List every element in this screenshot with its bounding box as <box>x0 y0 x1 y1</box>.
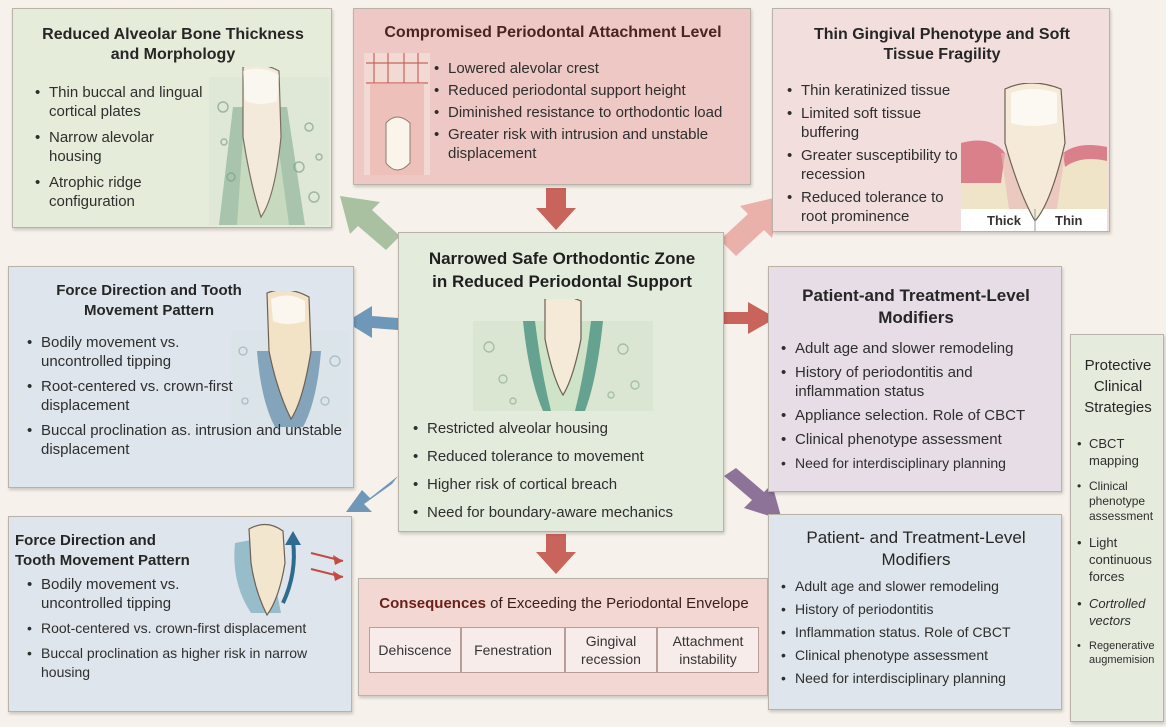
list-item: Adult age and slower remodeling <box>777 339 1059 358</box>
list-item: Need for interdisciplinary planning <box>777 454 1059 473</box>
list-item: Cortrolled vectors <box>1073 595 1163 629</box>
list-item: Clinical phenotype assessment <box>1073 479 1163 524</box>
list-item: Buccal proclination as higher risk in na… <box>23 644 347 682</box>
list-item: Need for boundary-aware mechanics <box>409 503 719 522</box>
list-item: Thin keratinized tissue <box>783 81 973 100</box>
consequences-title: Consequences of Exceeding the Periodonta… <box>359 595 768 612</box>
force-direction-box-2: Force Direction and Tooth Movement Patte… <box>8 516 352 712</box>
patient1-title: Patient-and Treatment-Level Modifiers <box>769 285 1062 329</box>
force-direction-box-1: Force Direction and Tooth Movement Patte… <box>8 266 354 488</box>
list-item: Need for interdisciplinary planning <box>777 669 1059 688</box>
list-item: Root-centered vs. crown-first displaceme… <box>23 377 241 415</box>
list-item: Greater risk with intrusion and unstable… <box>430 125 748 163</box>
arrow-to-bone <box>340 196 400 250</box>
list-item: Inflammation status. Role of CBCT <box>777 623 1059 642</box>
label-thin: Thin <box>1055 213 1082 228</box>
protective-title: Protective Clinical Strategies <box>1071 355 1164 418</box>
list-item: Clinical phenotype assessment <box>777 646 1059 665</box>
attachment-title: Compromised Periodontal Attachment Level <box>354 23 751 43</box>
list-item: Appliance selection. Role of CBCT <box>777 406 1059 425</box>
label-thick: Thick <box>987 213 1021 228</box>
bone-title: Reduced Alveolar Bone Thickness and Morp… <box>23 25 323 65</box>
attachment-tooth-illustration <box>364 53 430 175</box>
list-item: Root-centered vs. crown-first displaceme… <box>23 619 347 638</box>
list-item: Narrow alevolar housing <box>31 128 209 166</box>
consequence-attachment-instability: Attachment instability <box>657 627 759 673</box>
list-item: History of periodontitis and inflammatio… <box>777 363 1059 401</box>
bone-tooth-illustration <box>209 67 329 225</box>
list-item: Reduced tolerance to movement <box>409 447 719 466</box>
list-item: Restricted alveolar housing <box>409 419 719 438</box>
center-title: Narrowed Safe Orthodontic Zone in Reduce… <box>399 247 724 293</box>
central-safe-zone-box: Narrowed Safe Orthodontic Zone in Reduce… <box>398 232 724 532</box>
patient2-title: Patient- and Treatment-Level Modifiers <box>769 527 1062 571</box>
list-item: Reduced tolerance to root prominence <box>783 188 973 226</box>
consequences-box: Consequences of Exceeding the Periodonta… <box>358 578 768 696</box>
attachment-level-box: Compromised Periodontal Attachment Level… <box>353 8 751 185</box>
list-item: Greater susceptibility to recession <box>783 146 973 184</box>
center-tooth-illustration <box>473 299 653 411</box>
force2-title: Force Direction and Tooth Movement Patte… <box>15 531 215 571</box>
list-item: Atrophic ridge configuration <box>31 173 209 211</box>
patient2-list: Adult age and slower remodeling History … <box>777 577 1059 692</box>
list-item: Bodily movement vs. uncontrolled tipping <box>23 333 241 371</box>
force2-list: Bodily movement vs. uncontrolled tipping… <box>23 575 347 688</box>
list-item: Bodily movement vs. uncontrolled tipping <box>23 575 231 613</box>
arrow-from-attachment <box>536 188 576 230</box>
patient1-list: Adult age and slower remodeling History … <box>777 339 1059 478</box>
list-item: Clinical phenotype assessment <box>777 430 1059 449</box>
gingival-title: Thin Gingival Phenotype and Soft Tissue … <box>781 25 1103 65</box>
list-item: Diminished resistance to orthodontic loa… <box>430 103 748 122</box>
protective-list: CBCT mapping Clinical phenotype assessme… <box>1073 435 1163 673</box>
list-item: Higher risk of cortical breach <box>409 475 719 494</box>
bone-thickness-box: Reduced Alveolar Bone Thickness and Morp… <box>12 8 332 228</box>
gingival-tooth-illustration <box>961 83 1107 231</box>
patient-modifiers-box-1: Patient-and Treatment-Level Modifiers Ad… <box>768 266 1062 492</box>
list-item: Buccal proclination as. intrusion and un… <box>23 421 343 459</box>
attachment-list: Lowered alevolar crest Reduced periodont… <box>430 59 748 166</box>
list-item: Lowered alevolar crest <box>430 59 748 78</box>
force1-list: Bodily movement vs. uncontrolled tipping… <box>23 333 343 465</box>
gingival-list: Thin keratinized tissue Limited soft tis… <box>783 81 973 230</box>
consequence-gingival-recession: Gingival recession <box>565 627 657 673</box>
consequence-dehiscence: Dehiscence <box>369 627 461 673</box>
consequence-fenestration: Fenestration <box>461 627 565 673</box>
patient-modifiers-box-2: Patient- and Treatment-Level Modifiers A… <box>768 514 1062 710</box>
list-item: Thin buccal and lingual cortical plates <box>31 83 209 121</box>
list-item: Light continuous forces <box>1073 534 1163 585</box>
gingival-phenotype-box: Thin Gingival Phenotype and Soft Tissue … <box>772 8 1110 232</box>
list-item: Adult age and slower remodeling <box>777 577 1059 596</box>
arrow-to-consequences <box>536 534 576 574</box>
list-item: Limited soft tissue buffering <box>783 104 973 142</box>
list-item: History of periodontitis <box>777 600 1059 619</box>
center-list: Restricted alveolar housing Reduced tole… <box>409 419 719 531</box>
list-item: Reduced periodontal support height <box>430 81 748 100</box>
list-item: Regenerative augmemision <box>1073 639 1163 667</box>
list-item: CBCT mapping <box>1073 435 1163 469</box>
protective-strategies-box: Protective Clinical Strategies CBCT mapp… <box>1070 334 1164 722</box>
bone-list: Thin buccal and lingual cortical plates … <box>31 83 209 218</box>
